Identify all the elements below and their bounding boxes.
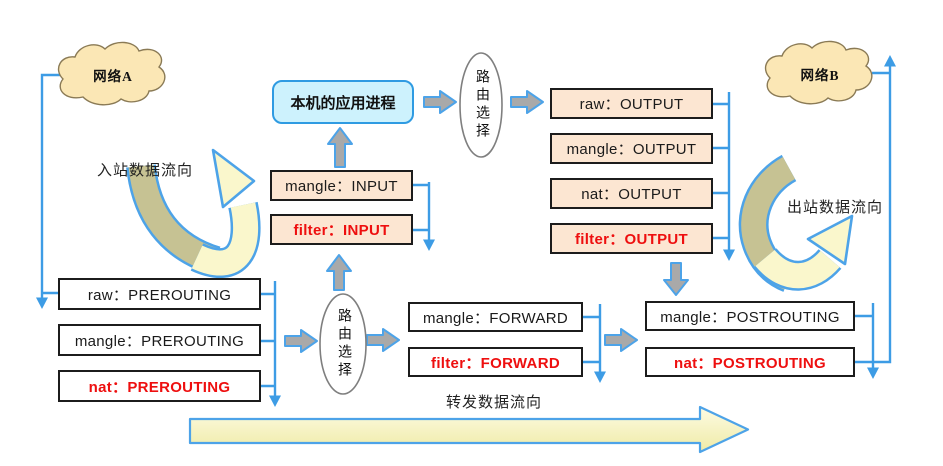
chain-box-filter-input: filter：INPUT [270,214,413,245]
arrowhead-down-input [423,239,435,251]
line-output-group [713,92,731,252]
chain-box-filter-output: filter：OUTPUT [550,223,713,254]
outbound-swirl-arrowhead [806,214,854,266]
chain-box-mangle-output: mangle：OUTPUT [550,133,713,164]
block-arrow-forward-to-postrouting [604,328,638,352]
chain-box-mangle-forward: mangle：FORWARD [408,302,583,332]
line-forward-group [583,304,602,374]
block-arrow-prerouting-to-routing [284,329,318,353]
block-arrows [284,90,689,353]
routing-bottom-label: 路由选择 [336,308,351,380]
block-arrow-output-to-postrouting [663,262,689,296]
line-cloudA-to-prerouting [40,73,60,300]
routing-top-label: 路由选择 [474,69,489,141]
forward-big-arrow [188,405,750,454]
cloud-a-label: 网络A [93,69,133,84]
inbound-swirl-arrowhead [211,148,256,209]
line-arrowheads [36,55,896,407]
chain-box-nat-postrouting: nat：POSTROUTING [645,347,855,377]
forward-flow-label: 转发数据流向 [446,394,543,411]
routing-ellipse-bottom [319,293,367,395]
block-arrow-routing-to-filter-input [326,254,352,291]
block-arrow-routing-to-output [510,90,544,114]
block-arrow-routing-to-forward [366,328,400,352]
chain-box-mangle-input: mangle：INPUT [270,170,413,201]
connector-lines [40,64,892,398]
line-input-group [413,182,431,242]
chain-box-raw-prerouting: raw：PREROUTING [58,278,261,310]
routing-ellipse-top [459,52,503,158]
arrowhead-down-output [723,249,735,261]
arrowhead-down-forward [594,371,606,383]
cloud-b-label: 网络B [800,68,840,83]
block-arrow-input-to-process [327,127,353,168]
chain-box-raw-output: raw：OUTPUT [550,88,713,119]
arrowhead-down-postrouting [867,367,879,379]
chain-box-mangle-postrouting: mangle：POSTROUTING [645,301,855,331]
arrowhead-up-cloudB [884,55,896,67]
line-postrouting-group [855,303,875,370]
chain-box-mangle-prerouting: mangle：PREROUTING [58,324,261,356]
inbound-swirl-arrow [126,148,261,278]
arrowhead-down-prerouting [269,395,281,407]
chain-box-filter-forward: filter：FORWARD [408,347,583,377]
chain-box-nat-output: nat：OUTPUT [550,178,713,209]
chain-box-nat-prerouting: nat：PREROUTING [58,370,261,402]
local-process-box: 本机的应用进程 [272,80,414,124]
line-prerouting-group [261,281,277,398]
block-arrow-process-to-routing [423,90,457,114]
inbound-flow-label: 入站数据流向 [97,162,194,179]
outbound-swirl-arrow [738,154,854,292]
line-postrouting-to-cloudB [855,64,892,364]
outbound-flow-label: 出站数据流向 [787,199,884,216]
arrowhead-down-left [36,297,48,309]
